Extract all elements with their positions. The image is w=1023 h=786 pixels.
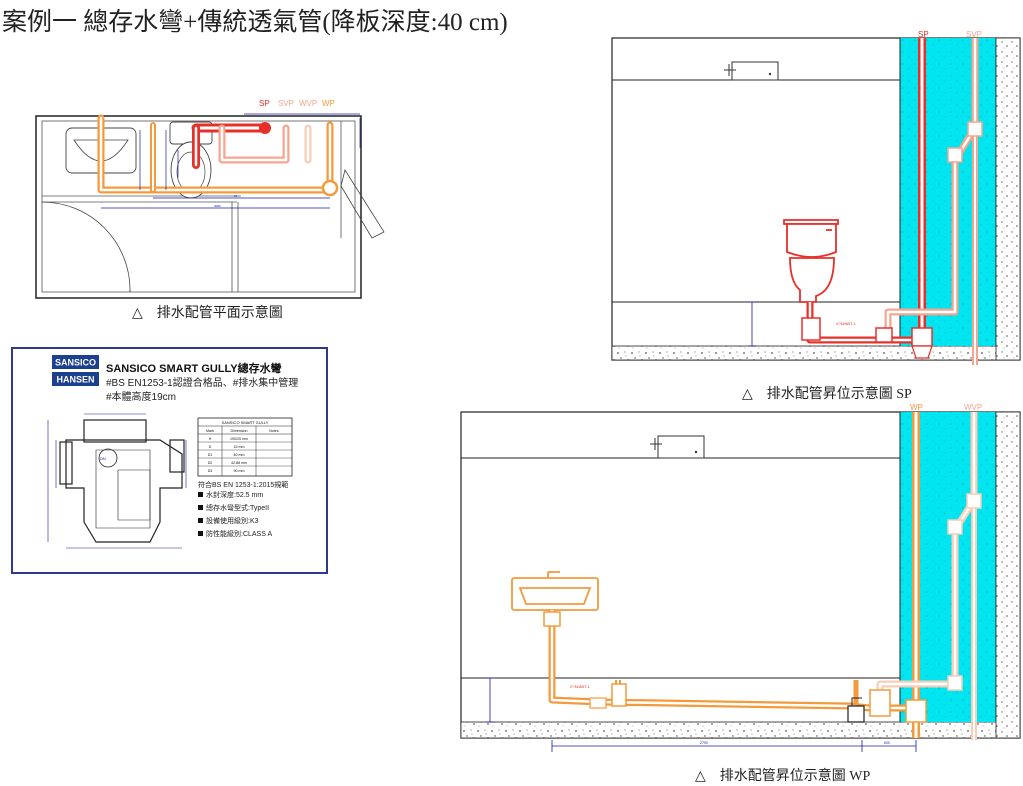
svg-text:600: 600 bbox=[884, 741, 890, 745]
table-cell: 190/25 mm bbox=[230, 437, 248, 441]
logo-hansen: HANSEN bbox=[56, 375, 94, 385]
sp-label-sp: SP bbox=[918, 30, 929, 39]
spec-item: 總存水彎型式:TypeII bbox=[206, 503, 269, 512]
svg-text:3080: 3080 bbox=[214, 204, 221, 208]
wp-label-wvp: WVP bbox=[964, 403, 982, 412]
svg-text:2″/N/ABT-1: 2″/N/ABT-1 bbox=[570, 684, 591, 689]
gully-drawing bbox=[59, 419, 185, 543]
table-cell: D2 bbox=[208, 461, 213, 465]
svg-text:4″/N/ABT-1: 4″/N/ABT-1 bbox=[836, 321, 857, 326]
plan-label-wvp: WVP bbox=[299, 99, 317, 108]
table-header-notes: Notes bbox=[269, 429, 279, 433]
table-cell: 42.88 mm bbox=[231, 461, 247, 465]
wp-caption: △ 排水配管昇位示意圖 WP bbox=[695, 767, 870, 784]
table-cell: D1 bbox=[208, 453, 213, 457]
table-cell: D bbox=[209, 445, 212, 449]
product-card: SANSICO HANSEN SANSICO SMART GULLY總存水彎 #… bbox=[11, 347, 328, 574]
sp-section: 4″/N/ABT-1 SP SVP bbox=[611, 30, 1021, 365]
table-cell: 90 mm bbox=[234, 469, 245, 473]
table-cell: D3 bbox=[208, 469, 213, 473]
table-header-mark: Mark bbox=[206, 429, 214, 433]
table-cell: H bbox=[209, 437, 212, 441]
svg-text:2790: 2790 bbox=[700, 741, 708, 745]
sp-caption: △ 排水配管昇位示意圖 SP bbox=[742, 385, 912, 402]
spec-item: 防性能級別:CLASS A bbox=[206, 529, 272, 538]
spec-item: 水封深度:52.5 mm bbox=[206, 490, 263, 499]
basin-elevation bbox=[511, 571, 599, 611]
product-line2: #本體高度19cm bbox=[106, 390, 176, 403]
spec-heading: 符合BS EN 1253-1:2015規範 bbox=[198, 480, 288, 489]
product-line1: #BS EN1253-1認證合格品、#排水集中管理 bbox=[106, 376, 298, 389]
table-cell: 40 mm bbox=[234, 453, 245, 457]
plan-label-wp: WP bbox=[322, 99, 335, 108]
sp-label-svp: SVP bbox=[966, 30, 982, 39]
toilet-elevation bbox=[783, 219, 839, 303]
page-title: 案例一 總存水彎+傳統透氣管(降板深度:40 cm) bbox=[2, 9, 508, 36]
dimension-table: SANSICO SMART GULLY Mark Dimension Notes… bbox=[197, 417, 293, 477]
logo-sansico: SANSICO bbox=[55, 358, 96, 368]
plan-label-svp: SVP bbox=[278, 99, 294, 108]
table-title: SANSICO SMART GULLY bbox=[222, 420, 269, 425]
wp-section: 2″/N/ABT-1 2790 600 WP WVP bbox=[460, 403, 1021, 752]
spec-item: 設備使用級別:K3 bbox=[206, 516, 259, 525]
svg-text:DN: DN bbox=[100, 456, 106, 461]
table-header-dimension: Dimension bbox=[231, 429, 248, 433]
wp-label-wp: WP bbox=[910, 403, 923, 412]
plan-view: 3080 1500 SP SVP WVP WP bbox=[35, 99, 385, 299]
table-cell: 15 mm bbox=[234, 445, 245, 449]
product-name: SANSICO SMART GULLY總存水彎 bbox=[106, 361, 282, 375]
plan-caption: △ 排水配管平面示意圖 bbox=[132, 304, 283, 321]
plan-label-sp: SP bbox=[259, 99, 270, 108]
svg-text:1500: 1500 bbox=[234, 194, 241, 198]
